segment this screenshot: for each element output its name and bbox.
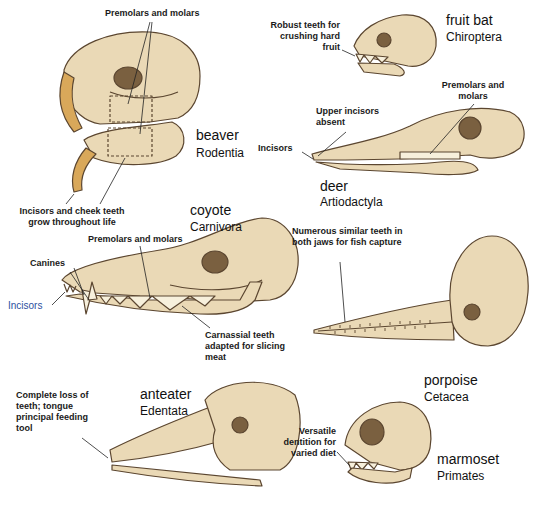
leader-line [66, 158, 125, 204]
leader-line [182, 306, 210, 328]
teeth [356, 54, 388, 63]
callout: Incisors and cheek teeth grow throughout… [16, 206, 128, 228]
leader-line [52, 292, 65, 305]
callout: Carnassial teeth adapted for slicing mea… [205, 330, 305, 363]
order-name: Edentata [140, 404, 188, 418]
animal-name: fruit bat [446, 12, 493, 28]
callout: Premolars and molars [438, 80, 508, 102]
lower-jaw [84, 122, 184, 165]
carnassial-teeth [100, 296, 215, 310]
lower-jaw [358, 63, 404, 76]
cranium [312, 108, 524, 160]
order-name: Artiodactyla [320, 195, 383, 209]
callout: Upper incisors absent [316, 106, 396, 128]
orbit [459, 117, 481, 139]
snout [110, 405, 225, 462]
animal-name: deer [320, 178, 348, 194]
orbit [377, 33, 391, 47]
cranium [205, 382, 300, 470]
lower-jaw [112, 465, 262, 486]
leader-line [337, 452, 350, 466]
orbit [114, 67, 142, 89]
leader-lines [52, 22, 474, 466]
order-name: Rodentia [196, 146, 244, 160]
beaver-skull [60, 32, 200, 192]
callout: Canines [30, 258, 65, 269]
coyote-skull [62, 218, 298, 314]
leader-line [302, 152, 313, 159]
lower-jaw [348, 468, 412, 483]
order-name: Chiroptera [446, 30, 502, 44]
beak [314, 300, 454, 340]
callout: Incisors [8, 300, 42, 312]
teeth [330, 320, 430, 334]
orbit [360, 419, 384, 445]
cranium [62, 218, 298, 302]
leader-line [128, 22, 152, 134]
porpoise-skull [314, 236, 528, 346]
callout: Incisors [258, 143, 293, 154]
animal-name: anteater [140, 386, 191, 402]
callout: Premolars and molars [88, 234, 183, 245]
leader-line [82, 438, 108, 458]
callout: Versatile dentition for varied diet [262, 426, 336, 459]
animal-name: marmoset [437, 451, 499, 467]
canine [88, 282, 97, 300]
callout: Complete loss of teeth; tongue principal… [16, 390, 104, 434]
orbit [202, 251, 228, 273]
leader-line [318, 132, 346, 156]
marmoset-skull [345, 402, 431, 483]
fruit-bat-skull [354, 15, 436, 76]
lower-jaw [316, 161, 478, 174]
leader-line [340, 262, 345, 322]
cranium [64, 32, 200, 124]
anteater-skull [110, 382, 300, 486]
leader-line [430, 104, 474, 154]
order-name: Carnivora [190, 220, 242, 234]
cranium [450, 236, 528, 346]
upper-incisor [60, 72, 82, 132]
callout: Robust teeth for crushing hard fruit [266, 20, 340, 53]
cranium [354, 15, 436, 66]
leader-line [70, 268, 89, 300]
leader-line [342, 50, 355, 56]
orbit [464, 304, 480, 320]
callout: Numerous similar teeth in both jaws for … [292, 226, 414, 248]
tooth-roots [108, 128, 152, 156]
orbit [232, 417, 248, 433]
animal-name: porpoise [424, 372, 478, 388]
animal-name: coyote [190, 202, 231, 218]
leader-line [140, 246, 150, 298]
teeth [400, 152, 460, 159]
lower-incisor [73, 148, 97, 192]
tooth-roots [110, 96, 152, 122]
cranium [345, 402, 431, 470]
animal-name: beaver [196, 127, 239, 143]
order-name: Primates [437, 469, 484, 483]
callout: Premolars and molars [105, 8, 200, 19]
lower-jaw [66, 282, 262, 314]
incisors [64, 284, 76, 292]
order-name: Cetacea [424, 390, 469, 404]
